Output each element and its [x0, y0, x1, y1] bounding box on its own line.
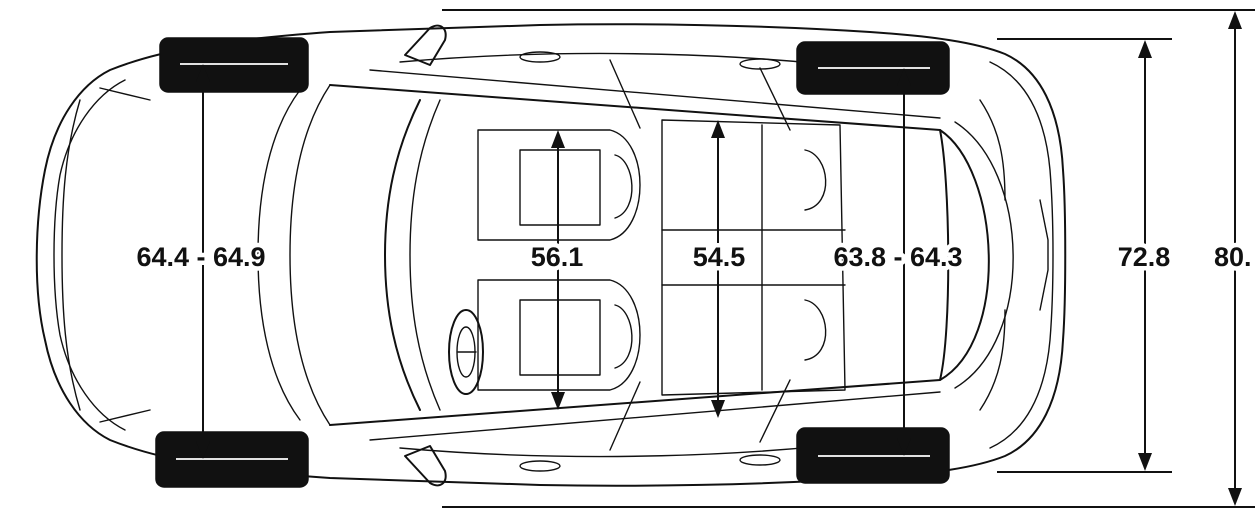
rear-seats: [661, 119, 846, 396]
side-mirrors: [404, 24, 447, 487]
body-width-dimension-line: [997, 38, 1172, 473]
front-shoulder-dimension-line: [551, 130, 565, 410]
front-shoulder-room-label: 56.1: [531, 242, 584, 272]
front-track-dimension-line: [196, 64, 210, 459]
rear-shoulder-dimension-line: [711, 120, 725, 418]
steering-wheel: [448, 309, 484, 395]
overall-width-label: 80.: [1214, 242, 1252, 272]
rear-right-tire: [796, 427, 950, 484]
front-left-tire: [159, 37, 309, 93]
rear-shoulder-room-label: 54.5: [693, 242, 746, 272]
front-track-label: 64.4 - 64.9: [136, 242, 265, 272]
front-right-tire: [155, 431, 309, 488]
front-seats: [477, 129, 641, 391]
rear-left-tire: [796, 41, 950, 95]
rear-track-label: 63.8 - 64.3: [833, 242, 962, 272]
overall-width-dimension-line: [442, 9, 1255, 508]
rear-track-dimension-line: [897, 68, 911, 456]
body-width-label: 72.8: [1118, 242, 1171, 272]
